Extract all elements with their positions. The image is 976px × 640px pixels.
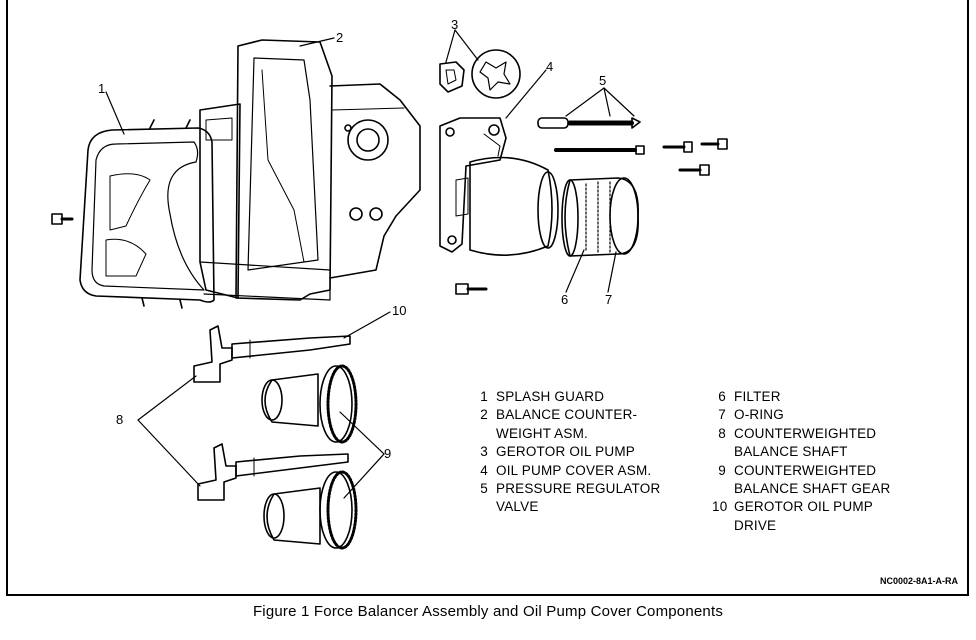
bolt-drawing bbox=[455, 283, 488, 295]
callout-1: 1 bbox=[98, 81, 106, 96]
oil-filter-drawing bbox=[561, 177, 639, 257]
splash-guard-drawing bbox=[79, 119, 215, 309]
lower-balance-shaft-drawing bbox=[197, 443, 349, 501]
upper-balance-shaft-gear-drawing bbox=[261, 364, 358, 444]
callout-10: 10 bbox=[392, 303, 407, 318]
counterweight-housing-drawing bbox=[199, 39, 421, 301]
pressure-regulator-valve-drawing bbox=[537, 117, 645, 155]
upper-balance-shaft-drawing bbox=[193, 325, 351, 383]
figure-frame bbox=[6, 0, 969, 596]
bolt-drawing bbox=[51, 213, 74, 225]
exploded-view-drawing bbox=[51, 29, 728, 550]
callout-8: 8 bbox=[116, 412, 124, 427]
callout-4: 4 bbox=[546, 59, 554, 74]
figure-code: NC0002-8A1-A-RA bbox=[879, 576, 958, 586]
gerotor-oil-pump-drawing bbox=[439, 49, 521, 99]
callout-6: 6 bbox=[561, 292, 569, 307]
callout-5: 5 bbox=[599, 73, 607, 88]
bolt-drawing bbox=[662, 138, 728, 176]
figure-caption: Figure 1 Force Balancer Assembly and Oil… bbox=[252, 603, 724, 620]
callout-2: 2 bbox=[336, 30, 344, 45]
callout-7: 7 bbox=[605, 292, 613, 307]
callout-9: 9 bbox=[384, 446, 392, 461]
oil-pump-cover-drawing bbox=[439, 117, 559, 256]
lower-balance-shaft-gear-drawing bbox=[263, 470, 358, 550]
callout-3: 3 bbox=[451, 17, 459, 32]
leader-lines bbox=[105, 29, 635, 499]
